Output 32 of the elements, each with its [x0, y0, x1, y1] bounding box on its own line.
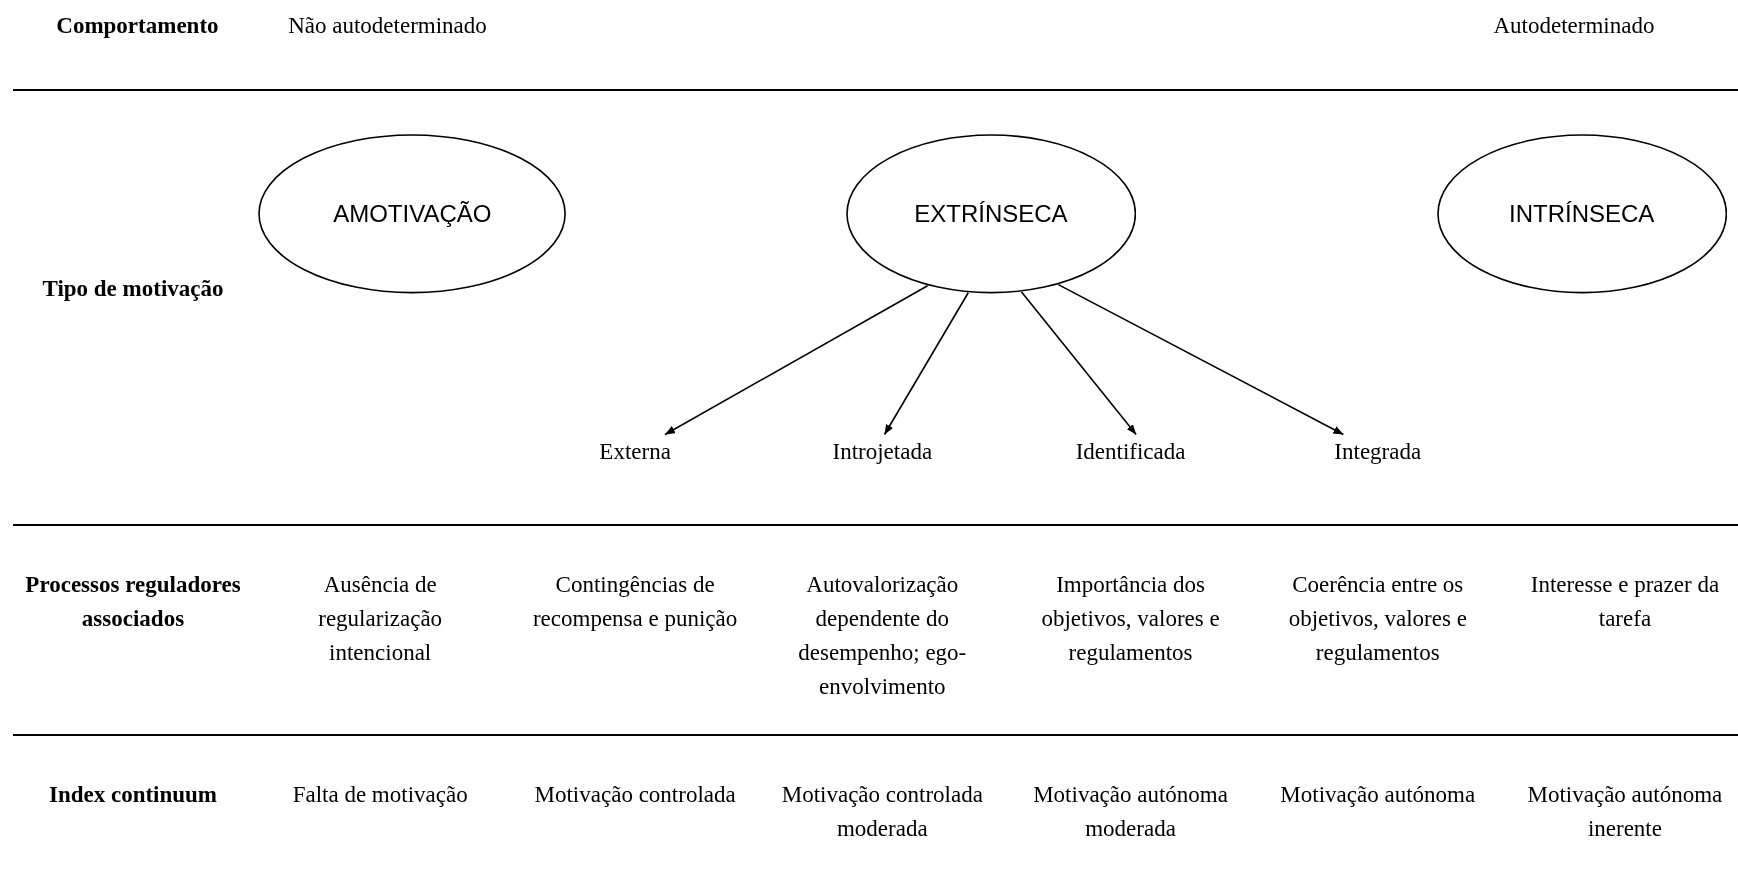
arrow — [1057, 283, 1345, 436]
table-cell-text: Motivação controlada — [533, 781, 737, 810]
table-cell-text: Coerência entre os objetivos, valores e regulamentos — [1287, 570, 1468, 667]
arrow — [1020, 291, 1137, 436]
row-heading: Comportamento — [55, 11, 220, 40]
table-cell-text: Motivação autónoma inerente — [1526, 781, 1724, 844]
table-cell-text: Interesse e prazer da tarefa — [1529, 570, 1721, 633]
arrow — [664, 284, 929, 436]
arrow — [883, 291, 969, 436]
table-cell-text: Motivação autónoma moderada — [1032, 781, 1229, 844]
row-heading: Index continuum — [47, 781, 219, 810]
table-cell-text: Falta de motivação — [291, 781, 469, 810]
table-cell-text: Importância dos objetivos, valores e regulamentos — [1040, 570, 1221, 667]
ellipse-node — [845, 134, 1137, 294]
table-cell-text: Motivação autónoma — [1279, 781, 1477, 810]
node-label: Externa — [568, 434, 702, 469]
node-label: Introjetada — [810, 434, 955, 469]
node-label: Integrada — [1311, 434, 1445, 469]
table-cell-text: Motivação controlada moderada — [780, 781, 984, 844]
scale-label: Não autodeterminado — [288, 11, 488, 40]
table-cell-text: Autovalorização dependente do desempenho; ego-envolvimento — [797, 570, 968, 701]
ellipse-node — [258, 134, 567, 294]
ellipse-node — [1436, 134, 1727, 294]
node-label: EXTRÍNSECA — [913, 199, 1069, 228]
node-label: INTRÍNSECA — [1508, 199, 1656, 228]
node-label: Identificada — [1053, 434, 1209, 469]
row-heading: Tipo de motivação — [41, 274, 225, 303]
scale-label: Autodeterminado — [1492, 11, 1656, 40]
row-heading: Processos reguladores associados — [24, 570, 242, 633]
node-label: AMOTIVAÇÃO — [332, 199, 493, 228]
table-cell-text: Contingências de recompensa e punição — [531, 570, 739, 633]
table-cell-text: Ausência de regularização intencional — [317, 570, 444, 667]
